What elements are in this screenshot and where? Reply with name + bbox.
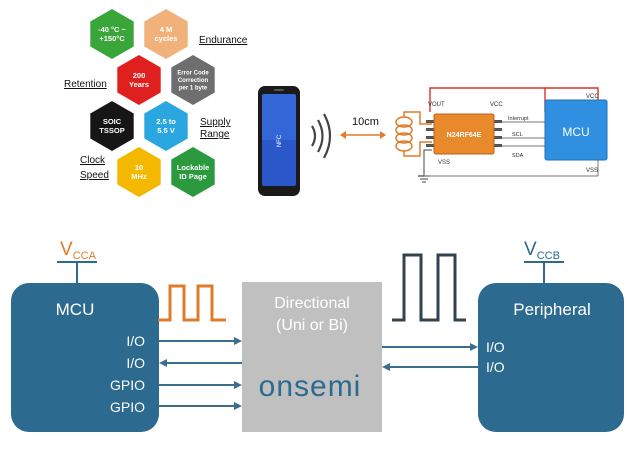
mcu-side-arrows xyxy=(159,337,242,410)
vccb-sub: CCB xyxy=(537,250,560,262)
mcu-chip xyxy=(544,99,608,161)
antenna-coil-icon xyxy=(395,111,432,157)
vcca-waveform xyxy=(158,284,226,322)
onsemi-logo: onsemi xyxy=(259,370,362,403)
mcu-pin-4: GPIO xyxy=(110,399,145,415)
chip-label: N24RF64E xyxy=(447,132,482,139)
lockable-hex-text: ID Page xyxy=(179,172,207,181)
package-hex xyxy=(90,101,134,151)
clock-label: Clock xyxy=(80,155,106,166)
mcu-block-title: MCU xyxy=(56,300,95,319)
ecc-hex-text: Error Code xyxy=(177,71,209,77)
endurance-label: Endurance xyxy=(199,35,248,46)
vcca-v: V xyxy=(60,239,73,260)
clock-hex xyxy=(117,147,161,197)
clock-hex-text: 10 xyxy=(135,163,143,172)
vccb-v: V xyxy=(524,239,537,260)
ecc-hex-text: Correction xyxy=(178,78,209,84)
cycles-hex-text: 4 M xyxy=(160,25,173,34)
cycles-hex xyxy=(144,9,188,59)
voltage-hex xyxy=(144,101,188,151)
vccb-waveform xyxy=(392,253,466,322)
translator-line1: Directional xyxy=(274,295,350,312)
sda-label: SDA xyxy=(512,153,524,159)
vccb-supply: VCCB xyxy=(524,239,564,283)
clock-hex-text: MHz xyxy=(131,172,147,181)
ecc-hex xyxy=(171,55,215,105)
retention-label: Retention xyxy=(64,79,107,90)
peripheral-block xyxy=(478,283,624,432)
years-hex-text: 200 xyxy=(133,71,146,80)
vcc-left-label: VCC xyxy=(490,102,503,108)
mcu-block xyxy=(11,283,159,432)
range-label: Range xyxy=(200,129,230,140)
distance-arrow xyxy=(340,131,386,139)
nfc-waves-icon xyxy=(311,113,332,159)
package-hex-text: TSSOP xyxy=(99,126,124,135)
mcu-chip-label: MCU xyxy=(562,125,589,139)
scl-label: SCL xyxy=(512,132,523,138)
peripheral-side-arrows xyxy=(382,343,478,371)
years-hex xyxy=(117,55,161,105)
nfc-phone-label: NFC xyxy=(277,134,283,147)
interrupt-label: Interrupt xyxy=(508,116,529,122)
speed-label: Speed xyxy=(80,170,109,181)
temp-range-hex-text: -40 °C ~ xyxy=(98,25,126,34)
voltage-hex-text: 5.5 V xyxy=(157,126,175,135)
distance-label: 10cm xyxy=(352,116,379,128)
mcu-pin-1: I/O xyxy=(126,333,145,349)
temp-range-hex-text: +150°C xyxy=(99,34,125,43)
peripheral-pin-1: I/O xyxy=(486,339,505,355)
lockable-hex xyxy=(171,147,215,197)
mcu-pin-2: I/O xyxy=(126,355,145,371)
vcca-supply: VCCA xyxy=(57,239,97,283)
peripheral-title: Peripheral xyxy=(513,300,591,319)
svg-text:VCCA: VCCA xyxy=(60,239,97,262)
vcc-right-label: VCC xyxy=(586,94,599,100)
smartphone: NFC xyxy=(258,86,300,196)
nfc-circuit: N24RF64E Interrupt SCL SDA MCU VOUT VCC … xyxy=(395,87,608,183)
mcu-pin-3: GPIO xyxy=(110,377,145,393)
supply-label: Supply xyxy=(200,117,231,128)
package-hex-text: SOIC xyxy=(103,117,122,126)
vcca-sub: CCA xyxy=(73,250,97,262)
vss-right-label: VSS xyxy=(586,168,598,174)
years-hex-text: Years xyxy=(129,80,149,89)
temp-range-hex xyxy=(90,9,134,59)
voltage-hex-text: 2.5 to xyxy=(156,117,176,126)
svg-text:VCCB: VCCB xyxy=(524,239,560,262)
eeprom-chip xyxy=(433,113,495,155)
vout-label: VOUT xyxy=(428,102,445,108)
translator-line2: (Uni or Bi) xyxy=(276,317,348,334)
ecc-hex-text: per 1 byte xyxy=(179,86,208,92)
cycles-hex-text: cycles xyxy=(155,34,178,43)
lockable-hex-text: Lockable xyxy=(177,163,210,172)
translator-block xyxy=(242,282,382,432)
vss-left-label: VSS xyxy=(438,160,450,166)
peripheral-pin-2: I/O xyxy=(486,359,505,375)
